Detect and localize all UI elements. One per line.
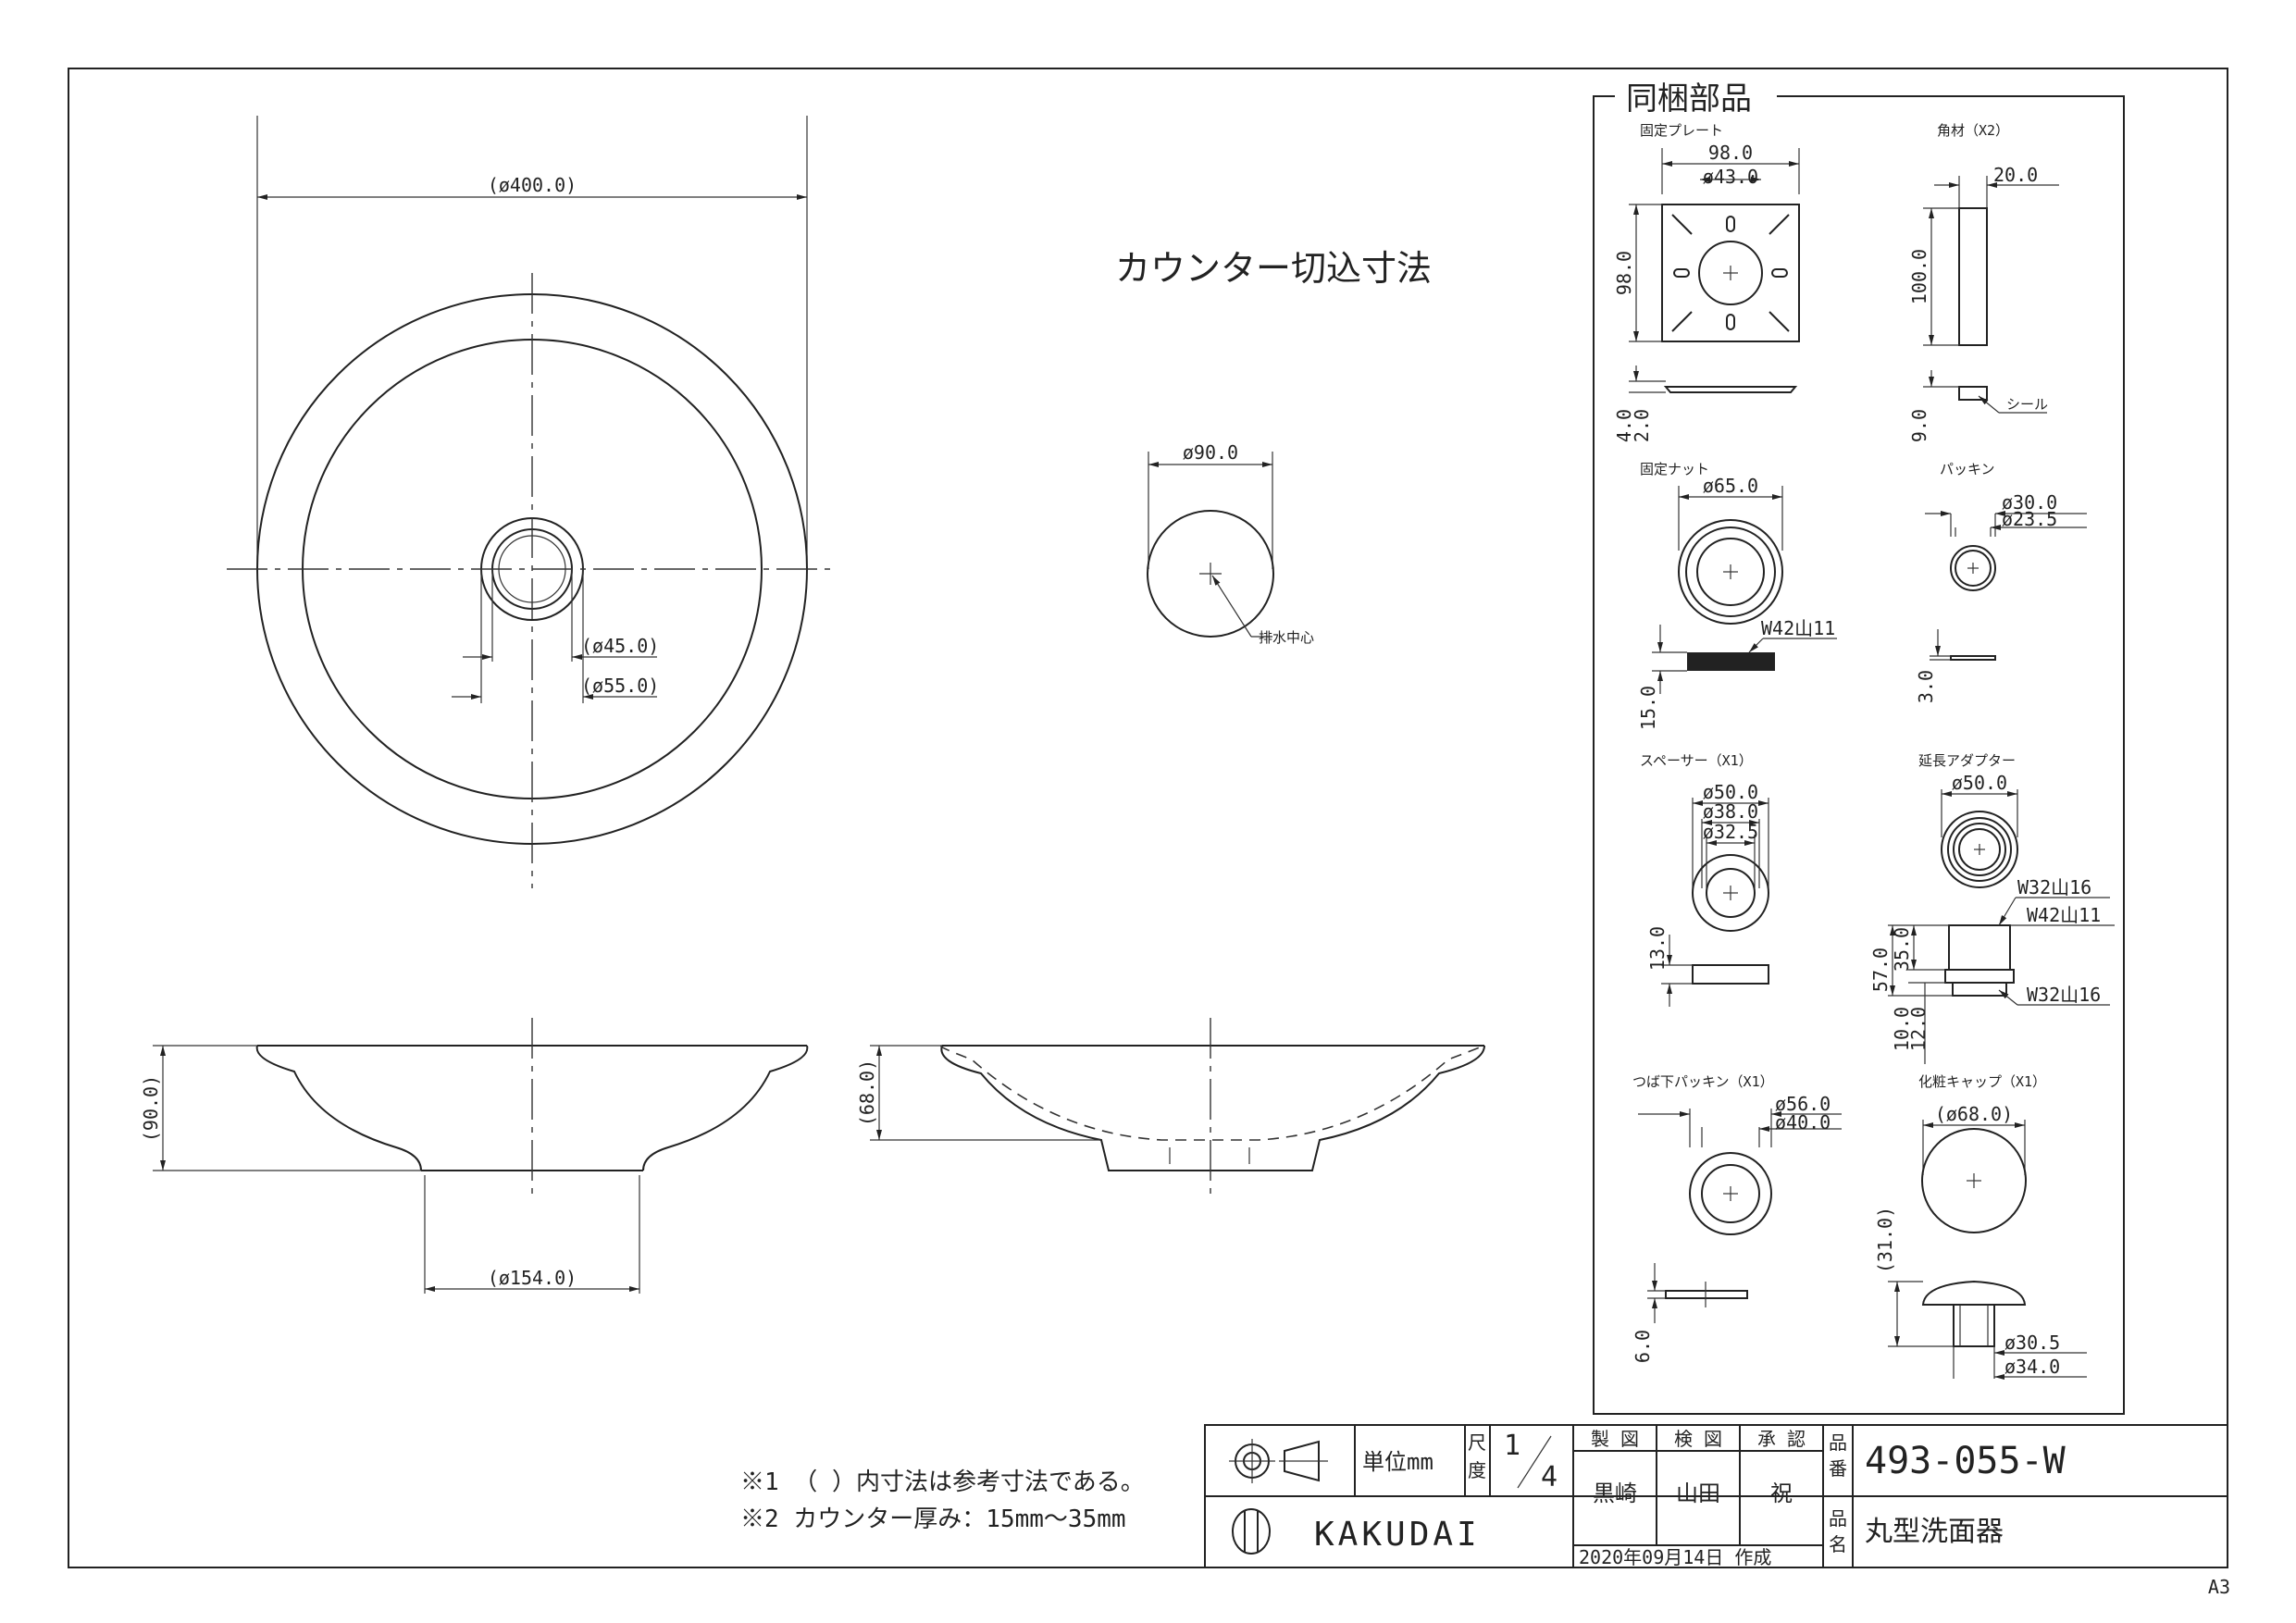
dim-drain-outer: (ø55.0) [581,675,659,697]
square-bar-shape [1958,207,1988,346]
product-name: 丸型洗面器 [1865,1516,2004,1548]
dim-flange-thickness: 6.0 [1632,1330,1654,1363]
approved-by: 祝 [1770,1481,1793,1506]
packing-shape [1950,545,1996,591]
dim-plate-height: 98.0 [1613,251,1635,295]
unit-label: 単位mm [1362,1449,1433,1475]
scale-denominator: 4 [1541,1461,1558,1493]
dim-flange-inner: ø40.0 [1775,1111,1831,1134]
adapter-top-shape [1941,811,2018,888]
made-header: 製 図 [1591,1428,1639,1450]
drawing-frame [68,68,2228,1568]
part-no-label-1: 品 [1829,1431,1847,1454]
dim-adapter-upper: 35.0 [1891,927,1913,972]
adapter-side-shape [1948,924,2011,971]
made-by: 黒崎 [1593,1481,1637,1506]
scale-numerator: 1 [1504,1430,1520,1462]
dim-flange-outer: ø56.0 [1775,1093,1831,1115]
dim-height-left: (90.0) [140,1075,162,1142]
note-2: ※2 カウンター厚み：15mm～35mm [740,1505,1126,1533]
cap-side-shape [1921,1280,2027,1306]
dim-nut-diameter: ø65.0 [1703,475,1758,497]
cutout-view: カウンター切込寸法 ø90.0 排水中心 [1115,248,1432,646]
dim-spacer-inner: ø32.5 [1703,821,1758,843]
dim-base-diameter: (ø154.0) [488,1267,577,1289]
flange-packing-shape [1689,1152,1772,1235]
dim-drain-inner: (ø45.0) [581,635,659,657]
dim-cutout-diameter: ø90.0 [1183,441,1238,464]
label-square-bar: 角材（X2） [1937,122,2009,139]
dim-nut-height: 15.0 [1637,686,1659,730]
brand-name: KAKUDAI [1314,1516,1481,1554]
dim-plate-thickness-2: 2.0 [1631,409,1653,442]
label-adapter: 延長アダプター [1918,752,2016,769]
dim-outer-diameter: (ø400.0) [488,174,577,196]
dim-cap-diameter: (ø68.0) [1935,1103,2013,1125]
dim-plate-hole: ø43.0 [1703,166,1758,188]
dim-cap-stem-outer: ø34.0 [2004,1356,2060,1378]
label-fixing-plate: 固定プレート [1640,122,1723,139]
label-cap: 化粧キャップ（X1） [1918,1073,2046,1090]
projection-symbol-icon [1229,1439,1328,1483]
dim-height-right: (68.0) [856,1059,878,1126]
cutout-label: カウンター切込寸法 [1115,248,1432,289]
approved-header: 承 認 [1757,1428,1806,1450]
dim-adapter-height: 57.0 [1869,948,1892,992]
dim-spacer-middle: ø38.0 [1703,800,1758,823]
kakudai-logo-icon [1232,1508,1271,1555]
seal-label: シール [2006,396,2048,413]
dim-plate-width: 98.0 [1708,142,1753,164]
dim-bar-length: 100.0 [1908,249,1930,304]
adapter-thread-1: W32山16 [2017,876,2091,898]
parts-title: 同梱部品 [1626,81,1752,118]
checked-by: 山田 [1676,1481,1720,1506]
label-fixing-nut: 固定ナット [1640,461,1709,477]
nut-thread-label: W42山11 [1761,617,1835,639]
fixing-nut-shape [1678,519,1783,625]
dim-adapter-diameter: ø50.0 [1952,772,2007,794]
dim-plate-thickness: 4.0 [1613,409,1635,442]
adapter-thread-2: W42山11 [2027,904,2101,926]
part-no-label-2: 番 [1829,1457,1847,1480]
title-block: 単位mm 尺 度 1 4 製 図 検 図 承 認 黒崎 山田 祝 2020年09… [1204,1424,2228,1568]
dim-spacer-outer: ø50.0 [1703,781,1758,803]
dim-spacer-height: 13.0 [1646,926,1669,971]
nut-thread-side [1687,652,1775,671]
label-spacer: スペーサー（X1） [1640,752,1753,769]
fixing-plate-shape [1661,204,1800,342]
label-packing: パッキン [1940,461,1995,477]
top-view: (ø400.0) (ø45.0) (ø55.0) [227,116,838,888]
name-label-2: 名 [1829,1533,1847,1555]
scale-label-2: 度 [1468,1459,1486,1481]
dim-adapter-lower: 10.0 [1891,1007,1913,1051]
included-parts-panel: 同梱部品 固定プレート 98.0 ø43.0 98.0 4.0 2.0 角材（X… [1593,81,2125,1415]
dim-packing-thickness: 3.0 [1915,670,1937,703]
drawing-date: 2020年09月14日 作成 [1579,1546,1771,1568]
side-view-left: (90.0) (ø154.0) [140,1018,809,1294]
dim-adapter-base: 12.0 [1907,1007,1930,1051]
cap-top-shape [1921,1128,2027,1233]
side-view-right: (68.0) [856,1018,1485,1198]
note-1: ※1 （ ）内寸法は参考寸法である。 [740,1468,1145,1496]
dim-bar-width: 20.0 [1993,164,2038,186]
checked-header: 検 図 [1674,1428,1722,1450]
scale-label-1: 尺 [1468,1431,1486,1454]
dim-bar-thickness: 9.0 [1908,409,1930,442]
drain-center-label: 排水中心 [1259,629,1314,646]
name-label-1: 品 [1829,1507,1847,1530]
spacer-shape [1692,854,1769,932]
sheet-size: A3 [2208,1576,2230,1598]
label-flange-packing: つば下パッキン（X1） [1632,1073,1774,1090]
dim-packing-outer: ø30.0 [2002,491,2057,514]
dim-cap-stem: ø30.5 [2004,1332,2060,1354]
part-number: 493-055-W [1865,1440,2066,1482]
cutout-circle [1147,510,1274,638]
adapter-thread-3: W32山16 [2027,984,2101,1006]
dim-cap-height: (31.0) [1874,1207,1896,1273]
dim-packing-inner: ø23.5 [2002,508,2057,530]
